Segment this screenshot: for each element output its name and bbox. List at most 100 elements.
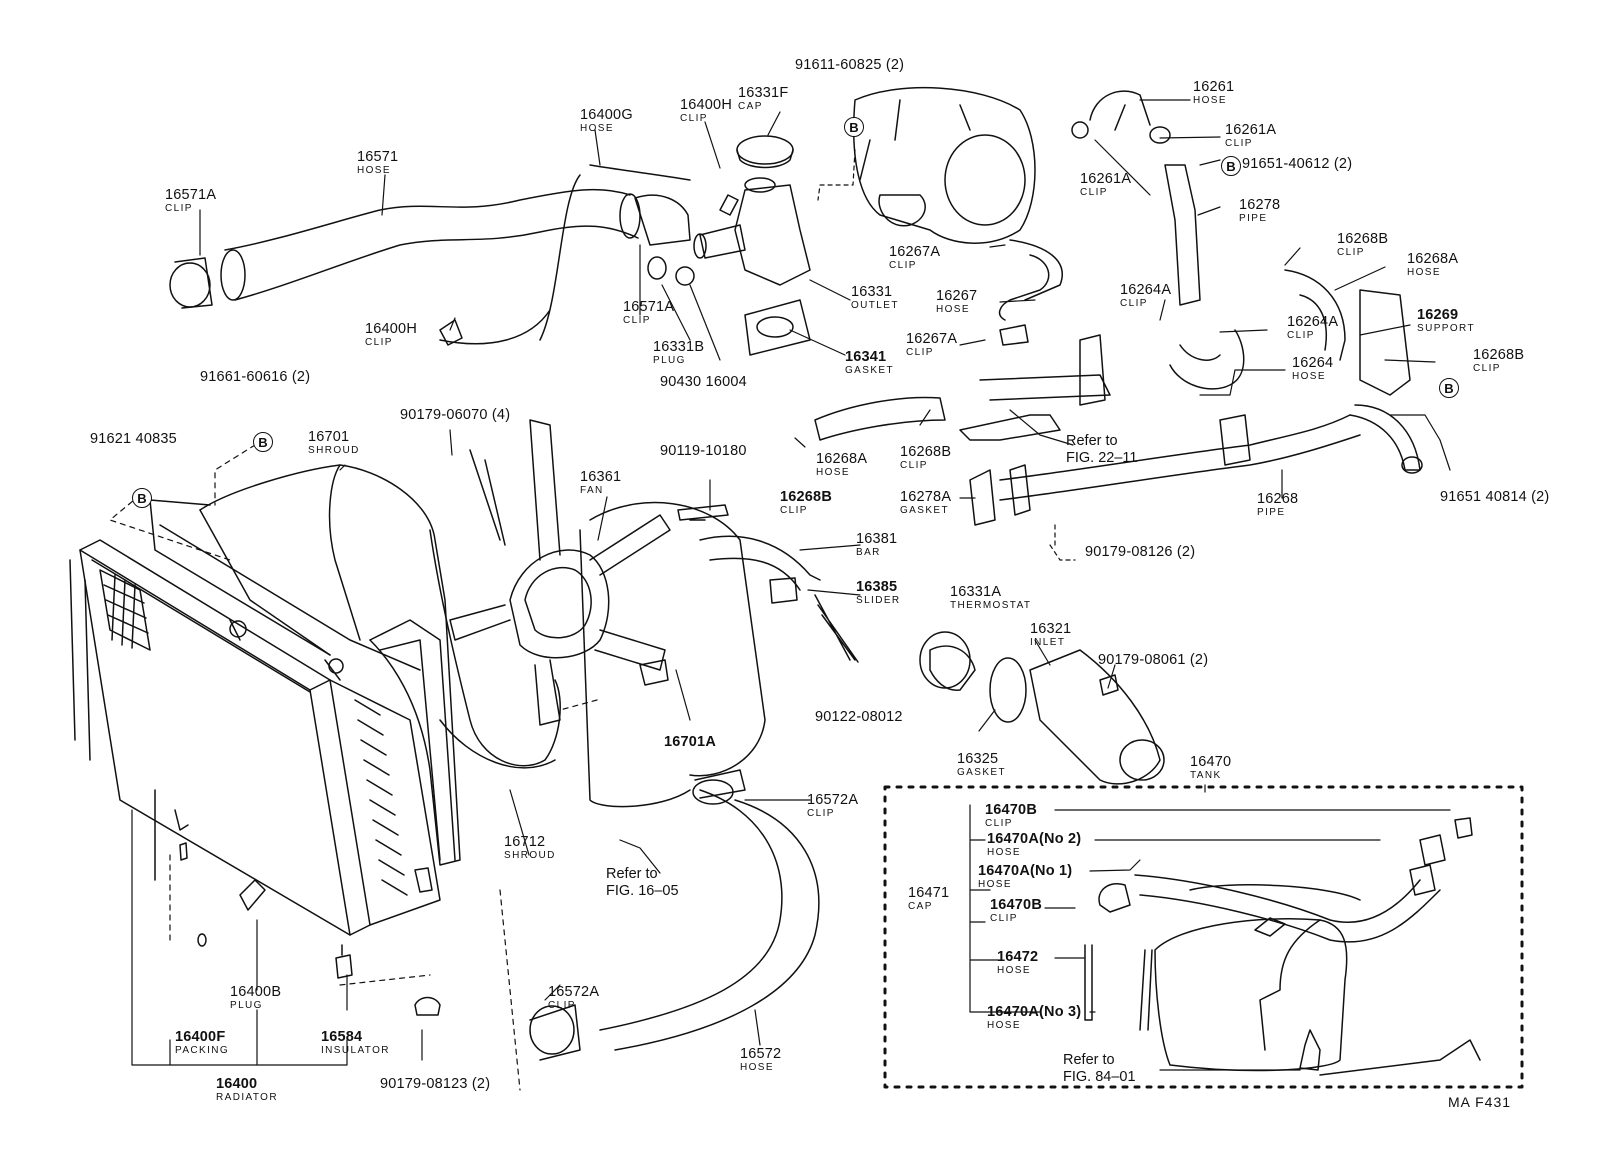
- part-name: HOSE: [936, 303, 970, 315]
- part-name: CLIP: [1225, 137, 1253, 149]
- shroud-drawing: [200, 465, 460, 865]
- part-number: 16470B: [990, 897, 1042, 913]
- part-number: 16701: [308, 429, 350, 445]
- radiator-drawing: [70, 500, 440, 935]
- part-number: 16584: [321, 1029, 363, 1045]
- part-number: 16331A: [950, 584, 1002, 600]
- part-name: CLIP: [906, 346, 934, 358]
- part-name: CAP: [738, 100, 763, 112]
- part-number: 90179-08061 (2): [1098, 652, 1209, 668]
- part-number: 16712: [504, 834, 546, 850]
- part-number: 90119-10180: [660, 443, 747, 459]
- part-number: 91611-60825 (2): [795, 57, 905, 73]
- part-label: 91651 40814 (2): [1440, 490, 1549, 505]
- part-number: 16571A: [165, 187, 217, 203]
- fan-bar-drawing: [678, 505, 858, 662]
- part-name: CLIP: [990, 912, 1018, 924]
- part-number: 16400H: [365, 321, 417, 337]
- part-number: 16572A: [807, 792, 859, 808]
- part-number: 16278A: [900, 489, 952, 505]
- callout-b: B: [1221, 156, 1241, 176]
- part-number: 16341: [845, 349, 887, 365]
- part-number: 91621 40835: [90, 431, 177, 447]
- part-name: PACKING: [175, 1044, 230, 1056]
- part-name: CLIP: [1473, 362, 1501, 374]
- part-name: CLIP: [623, 314, 651, 326]
- refer-line: Refer to: [1066, 433, 1118, 449]
- part-number: 16572: [740, 1046, 782, 1062]
- part-name: INLET: [1030, 636, 1066, 648]
- part-label: 90122-08012: [815, 710, 903, 725]
- part-name: CLIP: [1120, 297, 1148, 309]
- part-number: 90179-08123 (2): [380, 1076, 491, 1092]
- callout-b: B: [1439, 378, 1459, 398]
- callout-b: B: [253, 432, 273, 452]
- part-number: 16331: [851, 284, 893, 300]
- part-number: 16267A: [889, 244, 941, 260]
- part-name: CLIP: [365, 336, 393, 348]
- part-name: HOSE: [816, 466, 850, 478]
- part-number: 16331F: [738, 85, 789, 101]
- part-number: 16470A(No 3): [987, 1004, 1082, 1020]
- part-number: 16385: [856, 579, 898, 595]
- part-name: SHROUD: [308, 444, 360, 456]
- part-number: 16261: [1193, 79, 1235, 95]
- part-number: 16400F: [175, 1029, 226, 1045]
- part-name: CLIP: [1080, 186, 1108, 198]
- part-name: HOSE: [997, 964, 1031, 976]
- part-number: 16267: [936, 288, 978, 304]
- water-outlet-drawing: [648, 136, 810, 355]
- part-label: 16701A: [664, 735, 716, 750]
- part-number: 16471: [908, 885, 950, 901]
- part-name: CLIP: [548, 999, 576, 1011]
- part-name: PIPE: [1257, 506, 1286, 518]
- callout-b: B: [844, 117, 864, 137]
- part-name: HOSE: [978, 878, 1012, 890]
- part-name: CLIP: [780, 504, 808, 516]
- part-number: 16321: [1030, 621, 1072, 637]
- figure-code: MA F431: [1448, 1094, 1512, 1110]
- refer-fig: FIG. 16–05: [606, 883, 679, 899]
- part-number: 16470A(No 2): [987, 831, 1082, 847]
- part-number: 16268A: [1407, 251, 1459, 267]
- part-name: HOSE: [1193, 94, 1227, 106]
- part-number: 16268B: [1473, 347, 1525, 363]
- part-name: HOSE: [987, 1019, 1021, 1031]
- part-number: 90179-06070 (4): [400, 407, 511, 423]
- upper-hose-drawing: [170, 165, 690, 345]
- leader-lines: [110, 100, 1450, 1090]
- part-number: 91651-40612 (2): [1242, 156, 1353, 172]
- part-number: 16400: [216, 1076, 258, 1092]
